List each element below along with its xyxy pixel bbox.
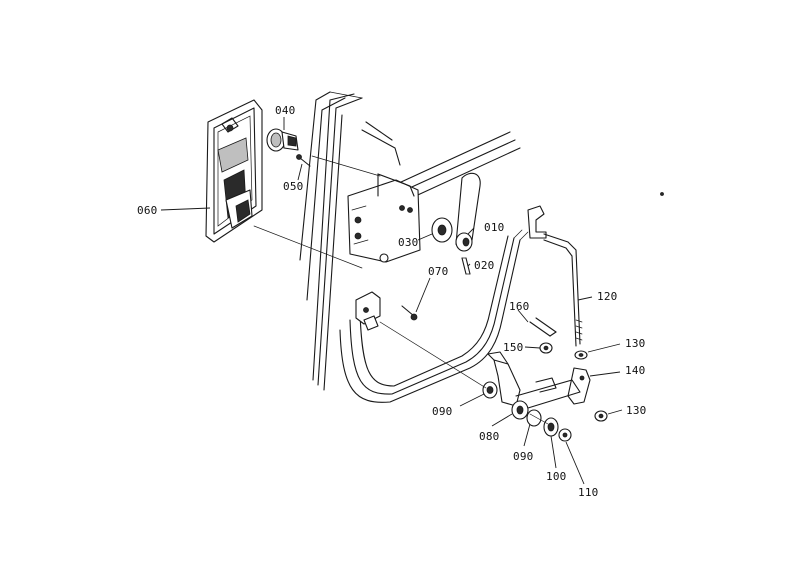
label-060: 060 <box>137 204 157 217</box>
bolt-070 <box>401 305 418 321</box>
inside-release-knob <box>455 172 481 252</box>
nut-110 <box>558 428 572 442</box>
label-120: 120 <box>597 290 617 303</box>
stray-dot <box>660 192 664 196</box>
label-090-upper: 090 <box>432 405 452 418</box>
washer-150 <box>539 342 553 354</box>
latch-bracket <box>347 173 421 263</box>
lock-cylinder <box>266 128 299 152</box>
screw-050 <box>296 154 311 167</box>
door-handle-plate <box>205 99 263 243</box>
nut-130-upper <box>574 350 588 360</box>
clip-160 <box>529 317 557 337</box>
label-130-lower: 130 <box>626 404 646 417</box>
bolts <box>399 205 413 213</box>
washer-100 <box>543 417 559 437</box>
label-160: 160 <box>509 300 529 313</box>
label-130-upper: 130 <box>625 337 645 350</box>
label-080: 080 <box>479 430 499 443</box>
label-050: 050 <box>283 180 303 193</box>
label-010: 010 <box>484 221 504 234</box>
label-100: 100 <box>546 470 566 483</box>
label-090-lower: 090 <box>513 450 533 463</box>
assembly-lines <box>253 155 549 425</box>
part-labels: 010 020 030 040 050 060 070 080 090 090 … <box>137 104 646 499</box>
nut-130-lower <box>594 410 608 422</box>
clevis-140 <box>567 367 591 405</box>
label-150: 150 <box>503 341 523 354</box>
label-140: 140 <box>625 364 645 377</box>
leader-lines <box>160 117 623 485</box>
label-040: 040 <box>275 104 295 117</box>
label-030: 030 <box>398 236 418 249</box>
label-070: 070 <box>428 265 448 278</box>
lower-bracket <box>355 291 381 331</box>
washer-030 <box>431 217 453 243</box>
bushing-090-upper <box>482 381 498 399</box>
link-rod <box>527 205 583 347</box>
collar-080 <box>511 400 529 420</box>
pin-020 <box>461 257 471 275</box>
label-020: 020 <box>474 259 494 272</box>
bushing-090-lower <box>526 409 542 427</box>
lever-arm <box>487 351 581 409</box>
label-110: 110 <box>578 486 598 499</box>
